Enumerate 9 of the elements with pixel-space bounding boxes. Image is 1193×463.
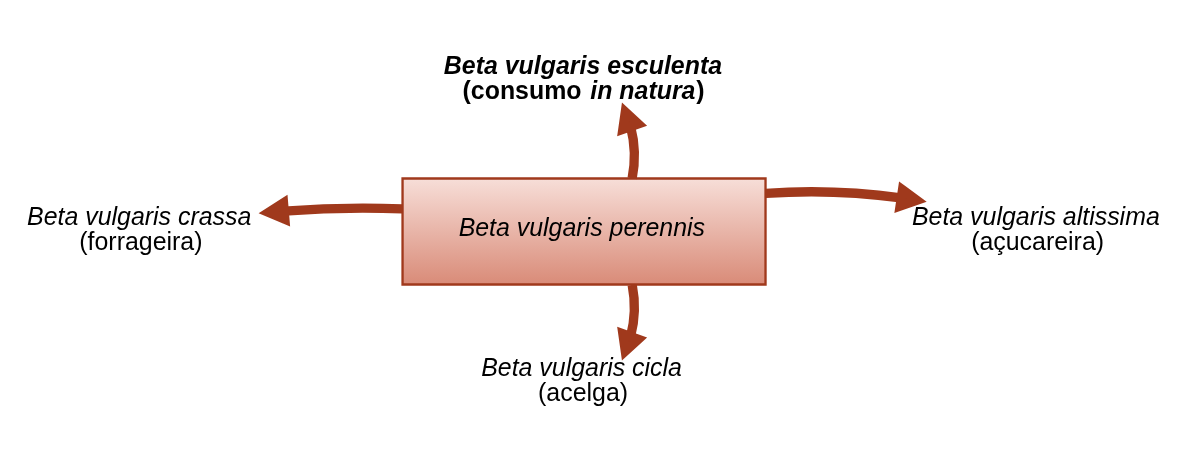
arrow <box>258 194 403 227</box>
node-text: Beta vulgaris altissima (açucareira) <box>911 201 1160 255</box>
arrow <box>617 102 648 180</box>
node-box: Beta vulgaris perennis <box>401 177 767 286</box>
arrow <box>765 181 927 214</box>
node-text: Beta vulgaris esculenta (consumo in natura) <box>443 50 723 104</box>
arrow <box>617 284 648 361</box>
node-text: Beta vulgaris crassa (forrageira) <box>27 201 252 255</box>
node-text: Beta vulgaris cicla (acelga) <box>481 353 682 406</box>
